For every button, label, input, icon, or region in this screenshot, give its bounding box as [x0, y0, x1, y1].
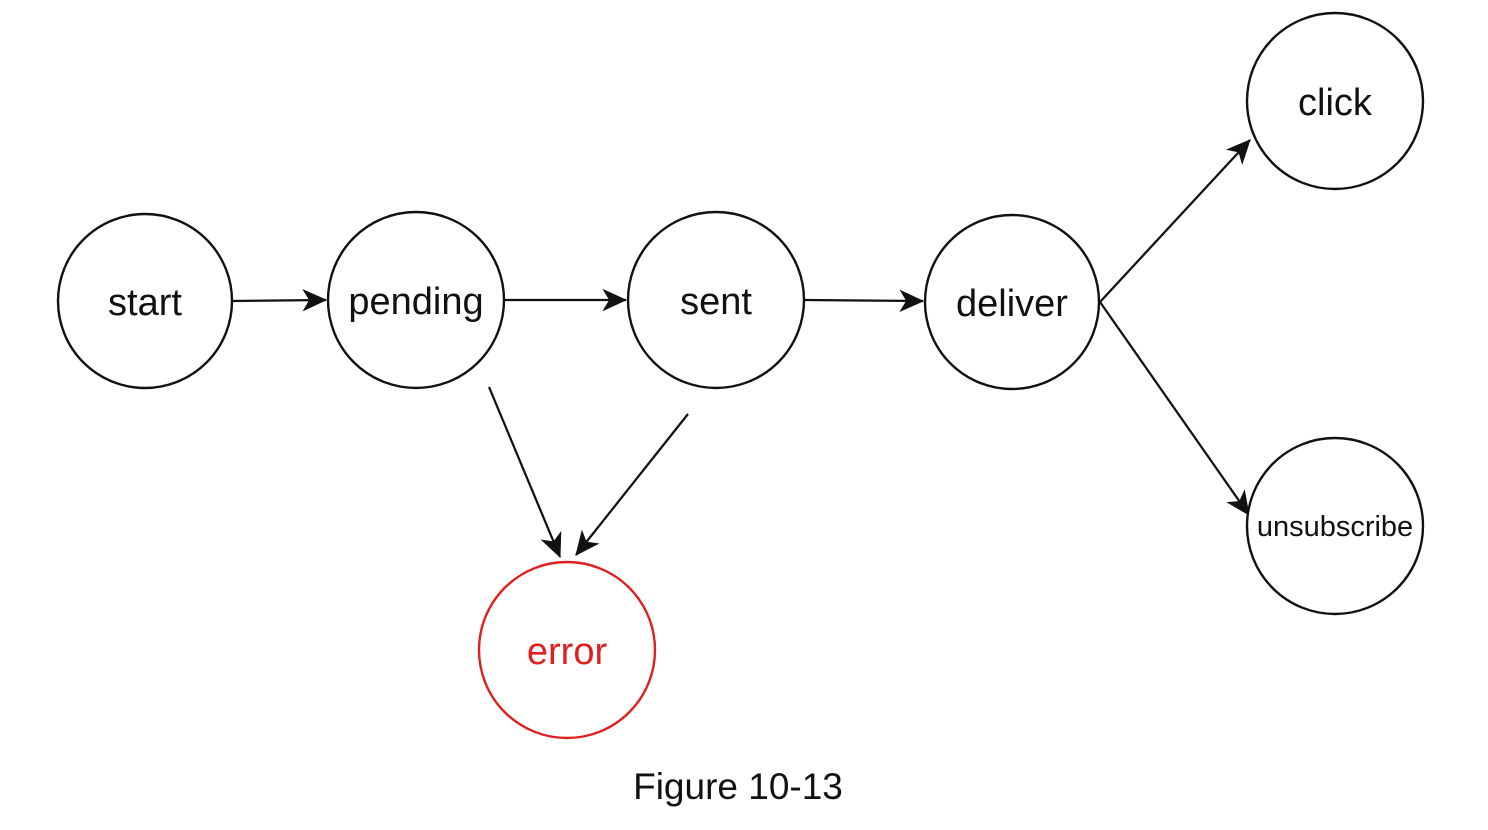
state-circle-pending	[326, 210, 506, 390]
state-node-unsubscribe: unsubscribe	[1245, 436, 1425, 616]
state-label-error: error	[527, 631, 608, 673]
state-circle-click	[1245, 11, 1425, 191]
figure-caption: Figure 10-13	[633, 766, 843, 807]
edge-sent-to-deliver	[804, 289, 925, 313]
state-label-unsubscribe: unsubscribe	[1257, 511, 1413, 543]
state-circle-deliver	[923, 213, 1101, 391]
state-node-pending: pending	[326, 210, 506, 390]
edge-pending-to-error	[487, 386, 562, 559]
state-node-error: error	[477, 560, 657, 740]
state-circle-start	[56, 212, 234, 390]
edge-sent-to-error	[575, 413, 689, 556]
state-node-sent: sent	[626, 210, 806, 390]
state-label-start: start	[108, 282, 182, 324]
edges-layer	[232, 139, 1251, 559]
edge-deliver-to-unsubscribe	[1099, 301, 1250, 516]
state-node-deliver: deliver	[923, 213, 1101, 391]
state-label-pending: pending	[348, 281, 483, 323]
edge-deliver-to-click	[1099, 139, 1251, 303]
state-node-start: start	[56, 212, 234, 390]
state-circle-unsubscribe	[1245, 436, 1425, 616]
nodes-layer: start pending sent deliver click unsubscribe e…	[56, 11, 1425, 740]
state-label-deliver: deliver	[956, 283, 1068, 325]
state-label-sent: sent	[680, 281, 752, 323]
edge-start-to-pending	[232, 289, 328, 312]
state-label-click: click	[1298, 82, 1373, 124]
state-circle-error	[477, 560, 657, 740]
state-circle-sent	[626, 210, 806, 390]
state-node-click: click	[1245, 11, 1425, 191]
